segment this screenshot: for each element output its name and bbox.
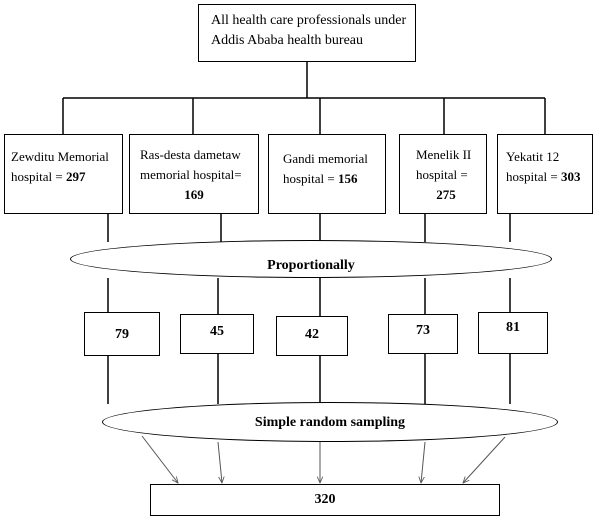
sample-box-yekatit: 81 (478, 312, 548, 354)
hospital-name: Gandi memorial (283, 151, 368, 166)
hospital-count: 169 (184, 187, 204, 202)
hospital-label: memorial hospital= (140, 167, 242, 182)
hospital-box-menelik: Menelik II hospital = 275 (399, 134, 487, 214)
sample-box-zewditu: 79 (84, 312, 160, 356)
hospital-count: 297 (66, 169, 86, 184)
sample-box-ras-desta: 45 (180, 314, 254, 354)
hospital-name: Ras-desta dametaw (140, 147, 241, 162)
hospital-count: 275 (436, 187, 456, 202)
hospital-label: hospital = (506, 169, 561, 184)
hospital-box-gandi: Gandi memorial hospital = 156 (268, 134, 386, 214)
simple-random-sampling-ellipse: Simple random sampling (102, 402, 558, 442)
sample-box-gandi: 42 (276, 316, 348, 356)
hospital-name: Zewditu Memorial (11, 149, 109, 164)
hospital-label: hospital = (283, 171, 338, 186)
hospital-box-ras-desta: Ras-desta dametaw memorial hospital= 169 (129, 134, 259, 214)
population-line-2: Addis Ababa health bureau (211, 33, 364, 48)
hospital-name: Menelik II (416, 147, 472, 162)
sample-box-menelik: 73 (388, 314, 458, 354)
proportionally-label: Proportionally (267, 258, 355, 273)
proportionally-ellipse: Proportionally (70, 240, 552, 278)
hospital-label: hospital = (416, 167, 468, 182)
hospital-box-zewditu: Zewditu Memorial hospital = 297 (4, 134, 123, 214)
population-box: All health care professionals under Addi… (198, 4, 416, 62)
hospital-count: 303 (561, 169, 581, 184)
population-line-1: All health care professionals under (211, 13, 407, 28)
hospital-box-yekatit: Yekatit 12 hospital = 303 (497, 134, 593, 214)
hospital-name: Yekatit 12 (506, 149, 560, 164)
hospital-count: 156 (338, 171, 358, 186)
total-sample-box: 320 (150, 484, 500, 516)
simple-random-sampling-label: Simple random sampling (254, 415, 406, 430)
hospital-label: hospital = (11, 169, 66, 184)
